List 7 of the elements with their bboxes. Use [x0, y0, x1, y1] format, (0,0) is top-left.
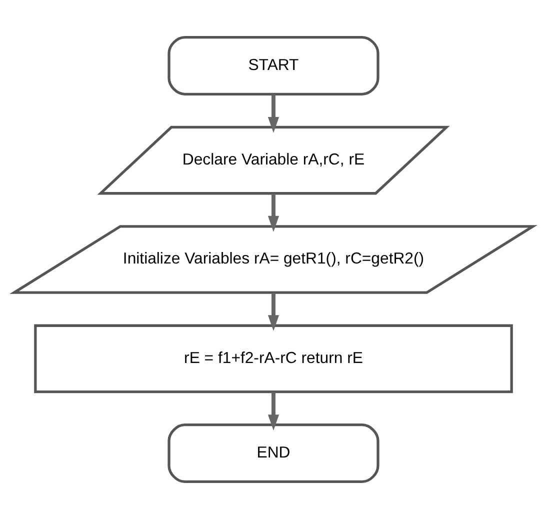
- node-box: rE = f1+f2-rA-rC return rE: [34, 324, 513, 394]
- arrow: [268, 392, 280, 431]
- arrow: [268, 194, 280, 232]
- arrow: [268, 292, 280, 332]
- node-box: START: [168, 36, 380, 96]
- node-box: END: [168, 424, 380, 484]
- arrow: [268, 94, 280, 133]
